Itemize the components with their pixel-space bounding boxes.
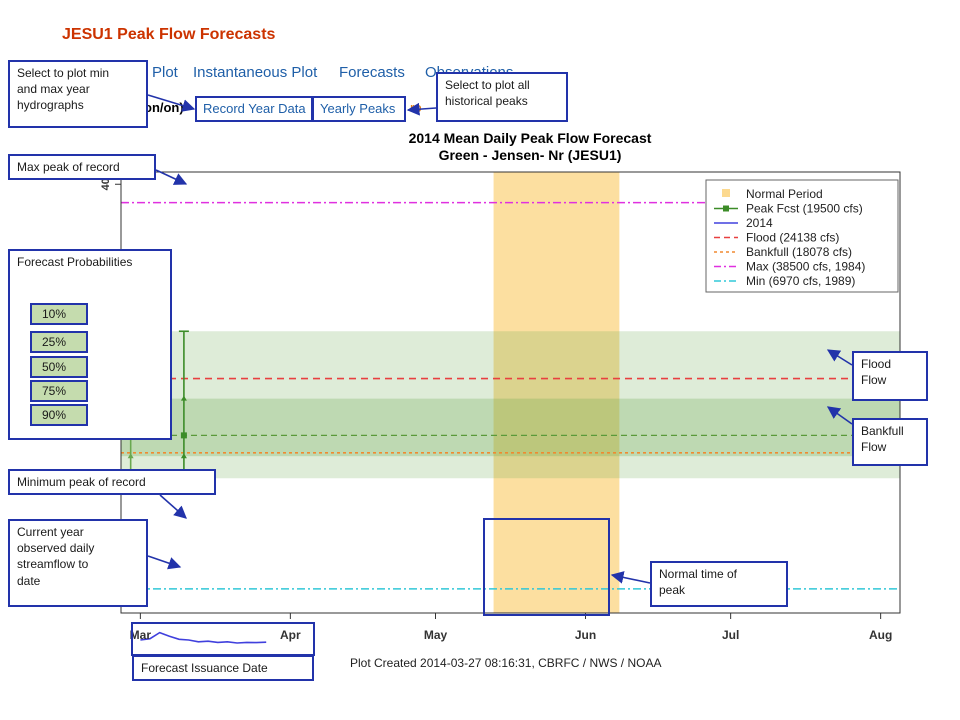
forecast-quartile-mark: [127, 453, 134, 459]
page-title: JESU1 Peak Flow Forecasts: [62, 26, 276, 43]
prob-90: 90%: [30, 404, 88, 426]
callout-arrow: [826, 406, 853, 425]
legend-entry: Normal Period: [746, 187, 823, 201]
x-tick-label: Apr: [280, 628, 301, 642]
callout-issuance-date: Forecast Issuance Date: [132, 655, 314, 681]
yearly-peaks-button[interactable]: Yearly Peaks: [312, 96, 406, 122]
nav-plot[interactable]: Plot: [152, 64, 178, 81]
nav-forecasts[interactable]: Forecasts: [339, 64, 405, 81]
callout-arrow: [406, 102, 437, 116]
legend-entry: Max (38500 cfs, 1984): [746, 260, 865, 274]
legend-swatch-point: [723, 205, 729, 212]
prob-25: 25%: [30, 331, 88, 353]
forecast-quartile-mark: [180, 395, 187, 401]
legend-entry: Flood (24138 cfs): [746, 231, 839, 245]
legend-entry: Peak Fcst (19500 cfs): [746, 202, 863, 216]
x-tick-label: Jun: [575, 628, 596, 642]
prob-75: 75%: [30, 380, 88, 402]
callout-min-max-hydrographs: Select to plot min and max year hydrogra…: [8, 60, 148, 128]
callout-bankfull-flow: Bankfull Flow: [852, 418, 928, 466]
callout-normal-peak: Normal time of peak: [650, 561, 788, 607]
forecast-band-10-90: [121, 331, 900, 479]
prob-50: 50%: [30, 356, 88, 378]
legend-entry: 2014: [746, 216, 773, 230]
x-tick-label: May: [424, 628, 448, 642]
chart-title: 2014 Mean Daily Peak Flow Forecast: [408, 130, 652, 146]
prob-10: 10%: [30, 303, 88, 325]
forecast-band-25-75: [121, 398, 900, 457]
normal-peak-highlight-box: [483, 518, 610, 616]
callout-arrow: [826, 349, 853, 366]
callout-current-year: Current year observed daily streamflow t…: [8, 519, 148, 607]
legend-entry: Min (6970 cfs, 1989): [746, 274, 855, 288]
callout-max-peak: Max peak of record: [8, 154, 156, 180]
legend-box: [705, 179, 899, 293]
y-tick-label: 40: [100, 178, 112, 190]
forecast-quartile-mark: [180, 453, 187, 459]
record-year-data-button[interactable]: Record Year Data: [195, 96, 313, 122]
normal-period-band: [493, 172, 620, 613]
x-tick-label: Mar: [130, 628, 152, 642]
toggle-label: on/on): [144, 100, 184, 115]
x-tick-label: Jul: [722, 628, 739, 642]
chart-subtitle: Green - Jensen- Nr (JESU1): [438, 147, 622, 163]
x-tick-label: Aug: [869, 628, 892, 642]
callout-arrow: [147, 94, 196, 112]
callout-flood-flow: Flood Flow: [852, 351, 928, 401]
nav-instantaneous-plot[interactable]: Instantaneous Plot: [193, 64, 318, 81]
callout-historical-peaks: Select to plot all historical peaks: [436, 72, 568, 122]
forecast-peak-point: [180, 432, 187, 439]
callout-arrow: [610, 571, 651, 584]
legend-entry: Bankfull (18078 cfs): [746, 245, 852, 259]
callout-arrow: [147, 555, 182, 570]
legend-swatch: [722, 189, 730, 197]
observed-2014-line: [140, 631, 267, 644]
callout-arrow: [155, 169, 188, 185]
callout-arrow: [159, 494, 187, 519]
callout-min-peak: Minimum peak of record: [8, 469, 216, 495]
plot-footer: Plot Created 2014-03-27 08:16:31, CBRFC …: [350, 656, 662, 670]
